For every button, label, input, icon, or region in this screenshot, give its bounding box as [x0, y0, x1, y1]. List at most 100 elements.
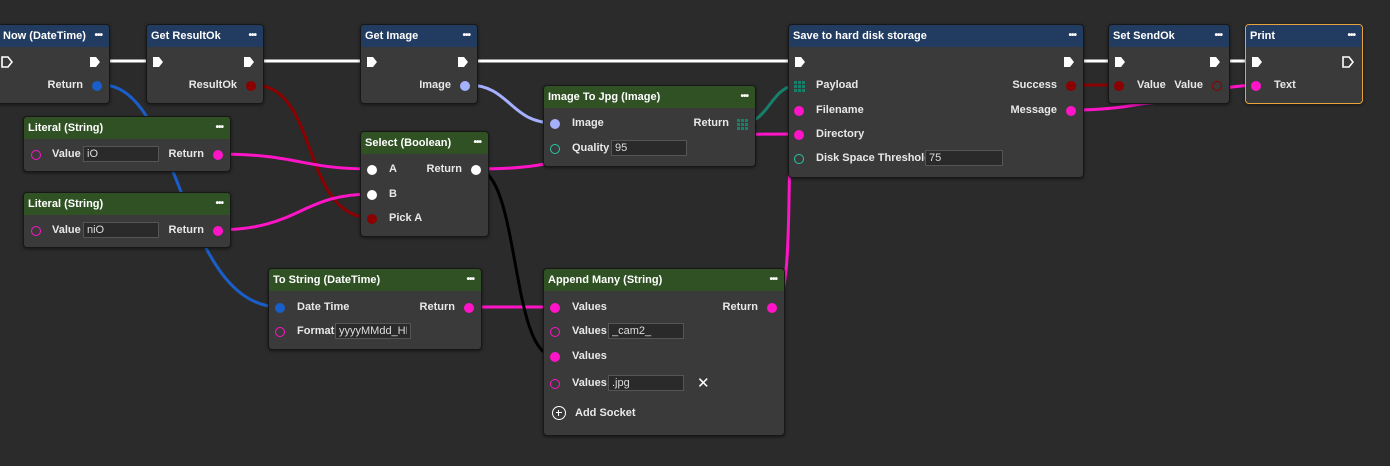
- return-label: Return: [168, 224, 204, 236]
- image-output-pin[interactable]: [460, 81, 470, 91]
- node-header[interactable]: Get Image •••: [361, 25, 477, 47]
- text-label: Text: [1274, 79, 1296, 91]
- exec-out-icon[interactable]: [1209, 56, 1221, 68]
- filename-input-pin[interactable]: [794, 106, 804, 116]
- value-field[interactable]: [83, 222, 159, 238]
- value-input-pin[interactable]: [31, 150, 41, 160]
- bool-output-pin[interactable]: [246, 81, 256, 91]
- more-options-icon[interactable]: •••: [215, 198, 223, 209]
- format-input-pin[interactable]: [275, 327, 285, 337]
- threshold-field[interactable]: [925, 150, 1003, 166]
- wire-literal1-to-a: [215, 152, 373, 171]
- node-set-sendok[interactable]: Set SendOk ••• Value Value: [1108, 24, 1230, 104]
- more-options-icon[interactable]: •••: [215, 122, 223, 133]
- success-output-pin[interactable]: [1066, 81, 1076, 91]
- more-options-icon[interactable]: •••: [740, 91, 748, 102]
- values-label: Values: [572, 350, 607, 362]
- payload-grid-icon[interactable]: [737, 119, 748, 130]
- values-field-2[interactable]: [608, 323, 684, 339]
- pick-a-input-pin[interactable]: [367, 214, 377, 224]
- node-literal-string-1[interactable]: Literal (String) ••• Value Return: [23, 116, 231, 172]
- node-header[interactable]: Now (DateTime) •••: [0, 25, 109, 47]
- b-input-pin[interactable]: [367, 190, 377, 200]
- return-label: Return: [168, 148, 204, 160]
- exec-out-icon[interactable]: [457, 56, 469, 68]
- exec-out-icon[interactable]: [1342, 56, 1354, 68]
- add-socket-button[interactable]: Add Socket: [544, 404, 784, 424]
- exec-in-icon[interactable]: [794, 56, 806, 68]
- more-options-icon[interactable]: •••: [473, 137, 481, 148]
- values-field-4[interactable]: [608, 375, 684, 391]
- value-field[interactable]: [83, 146, 159, 162]
- more-options-icon[interactable]: •••: [94, 30, 102, 41]
- values-input-pin-2[interactable]: [550, 327, 560, 337]
- values-input-pin-4[interactable]: [550, 379, 560, 389]
- node-append-many-string[interactable]: Append Many (String) ••• Values Return V…: [543, 268, 785, 436]
- datetime-output-pin[interactable]: [92, 81, 102, 91]
- format-field[interactable]: [335, 323, 411, 339]
- exec-in-icon[interactable]: [1251, 56, 1263, 68]
- node-get-image[interactable]: Get Image ••• Image: [360, 24, 478, 104]
- values-input-pin-1[interactable]: [550, 303, 560, 313]
- filename-label: Filename: [816, 104, 864, 116]
- more-options-icon[interactable]: •••: [1068, 30, 1076, 41]
- return-label: Return: [426, 163, 462, 175]
- value-label: Value: [52, 148, 81, 160]
- datetime-label: Date Time: [297, 301, 350, 313]
- node-header[interactable]: Select (Boolean) •••: [361, 132, 488, 154]
- values-input-pin-3[interactable]: [550, 352, 560, 362]
- node-select-boolean[interactable]: Select (Boolean) ••• A Return B Pick A: [360, 131, 489, 237]
- node-header[interactable]: Image To Jpg (Image) •••: [544, 86, 755, 108]
- more-options-icon[interactable]: •••: [248, 30, 256, 41]
- exec-in-icon[interactable]: [366, 56, 378, 68]
- node-to-string-datetime[interactable]: To String (DateTime) ••• Date Time Retur…: [268, 268, 482, 350]
- node-header[interactable]: Print •••: [1246, 25, 1362, 47]
- node-header[interactable]: Get ResultOk •••: [147, 25, 263, 47]
- directory-input-pin[interactable]: [794, 130, 804, 140]
- node-save-hard-disk[interactable]: Save to hard disk storage ••• Payload Su…: [788, 24, 1084, 178]
- node-literal-string-2[interactable]: Literal (String) ••• Value Return: [23, 192, 231, 248]
- image-input-pin[interactable]: [550, 119, 560, 129]
- message-output-pin[interactable]: [1066, 106, 1076, 116]
- node-now-datetime[interactable]: Now (DateTime) ••• Return: [0, 24, 110, 104]
- exec-out-icon[interactable]: [89, 56, 101, 68]
- exec-out-icon[interactable]: [243, 56, 255, 68]
- node-get-resultok[interactable]: Get ResultOk ••• ResultOk: [146, 24, 264, 104]
- exec-out-icon[interactable]: [1063, 56, 1075, 68]
- more-options-icon[interactable]: •••: [1214, 30, 1222, 41]
- string-output-pin[interactable]: [464, 303, 474, 313]
- string-output-pin[interactable]: [213, 150, 223, 160]
- exec-in-icon[interactable]: [152, 56, 164, 68]
- more-options-icon[interactable]: •••: [1347, 30, 1355, 41]
- node-header[interactable]: Save to hard disk storage •••: [789, 25, 1083, 47]
- return-output-pin[interactable]: [471, 165, 481, 175]
- string-output-pin[interactable]: [767, 303, 777, 313]
- value-output-pin[interactable]: [1212, 81, 1222, 91]
- node-print[interactable]: Print ••• Text: [1245, 24, 1363, 104]
- exec-in-icon[interactable]: [1, 56, 13, 68]
- remove-socket-icon[interactable]: ✕: [697, 375, 710, 392]
- more-options-icon[interactable]: •••: [462, 30, 470, 41]
- node-header[interactable]: To String (DateTime) •••: [269, 269, 481, 291]
- node-image-to-jpg[interactable]: Image To Jpg (Image) ••• Image Return Qu…: [543, 85, 756, 167]
- a-input-pin[interactable]: [367, 165, 377, 175]
- node-header[interactable]: Literal (String) •••: [24, 193, 230, 215]
- payload-label: Payload: [816, 79, 859, 91]
- node-header[interactable]: Append Many (String) •••: [544, 269, 784, 291]
- more-options-icon[interactable]: •••: [769, 274, 777, 285]
- more-options-icon[interactable]: •••: [466, 274, 474, 285]
- string-output-pin[interactable]: [213, 226, 223, 236]
- quality-input-pin[interactable]: [550, 144, 560, 154]
- quality-field[interactable]: [611, 140, 687, 156]
- payload-grid-icon[interactable]: [794, 81, 805, 92]
- threshold-input-pin[interactable]: [794, 154, 804, 164]
- exec-in-icon[interactable]: [1114, 56, 1126, 68]
- text-input-pin[interactable]: [1251, 81, 1261, 91]
- threshold-label: Disk Space Threshold: [816, 152, 931, 164]
- node-header[interactable]: Set SendOk •••: [1109, 25, 1229, 47]
- value-input-pin[interactable]: [1114, 81, 1124, 91]
- node-title: Literal (String): [28, 122, 104, 134]
- datetime-input-pin[interactable]: [275, 303, 285, 313]
- node-header[interactable]: Literal (String) •••: [24, 117, 230, 139]
- value-input-pin[interactable]: [31, 226, 41, 236]
